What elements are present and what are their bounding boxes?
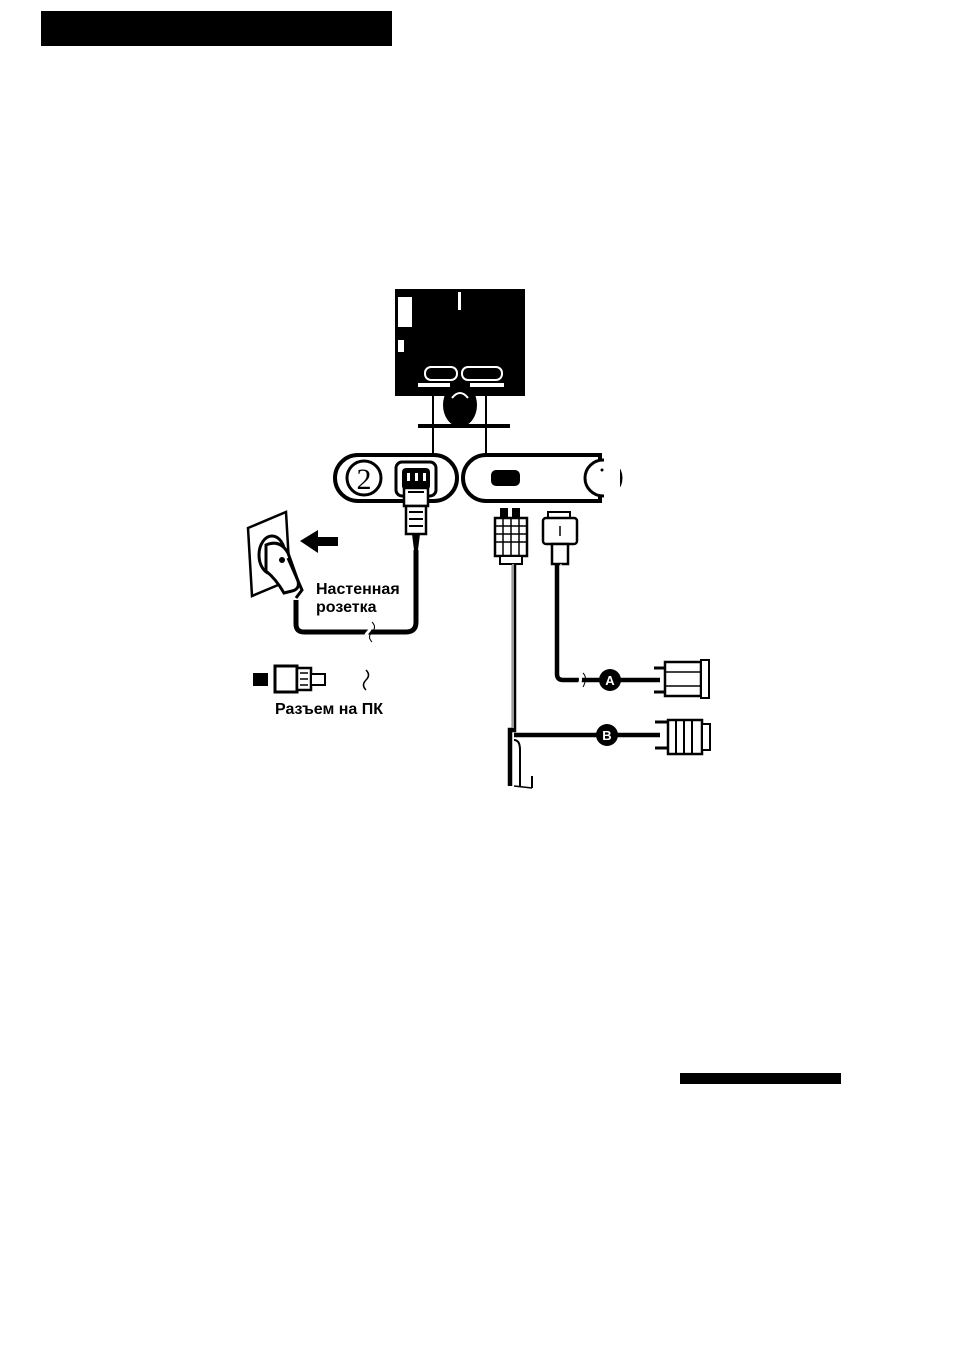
monitor-rear <box>395 289 525 458</box>
wall-outlet <box>248 512 302 598</box>
svg-text:A: A <box>605 673 615 688</box>
cable-a <box>557 564 709 698</box>
insert-arrow-icon <box>300 530 338 553</box>
step-number: 2 <box>357 463 372 496</box>
pc-power-connector <box>253 666 369 692</box>
power-inlet-panel: 2 <box>335 455 457 501</box>
power-plug <box>404 488 428 550</box>
wall-outlet-label-line2: розетка <box>316 599 377 616</box>
video-input-panel <box>463 452 621 504</box>
cable-b-badge: B <box>596 724 618 746</box>
svg-text:B: B <box>602 728 611 743</box>
wall-outlet-label-line1: Настенная <box>316 581 400 598</box>
dvi-connector-monitor <box>495 508 527 564</box>
cable-a-badge: A <box>599 669 621 691</box>
vga-connector-monitor <box>543 512 577 564</box>
pc-connector-label: Разъем на ПК <box>275 701 383 718</box>
